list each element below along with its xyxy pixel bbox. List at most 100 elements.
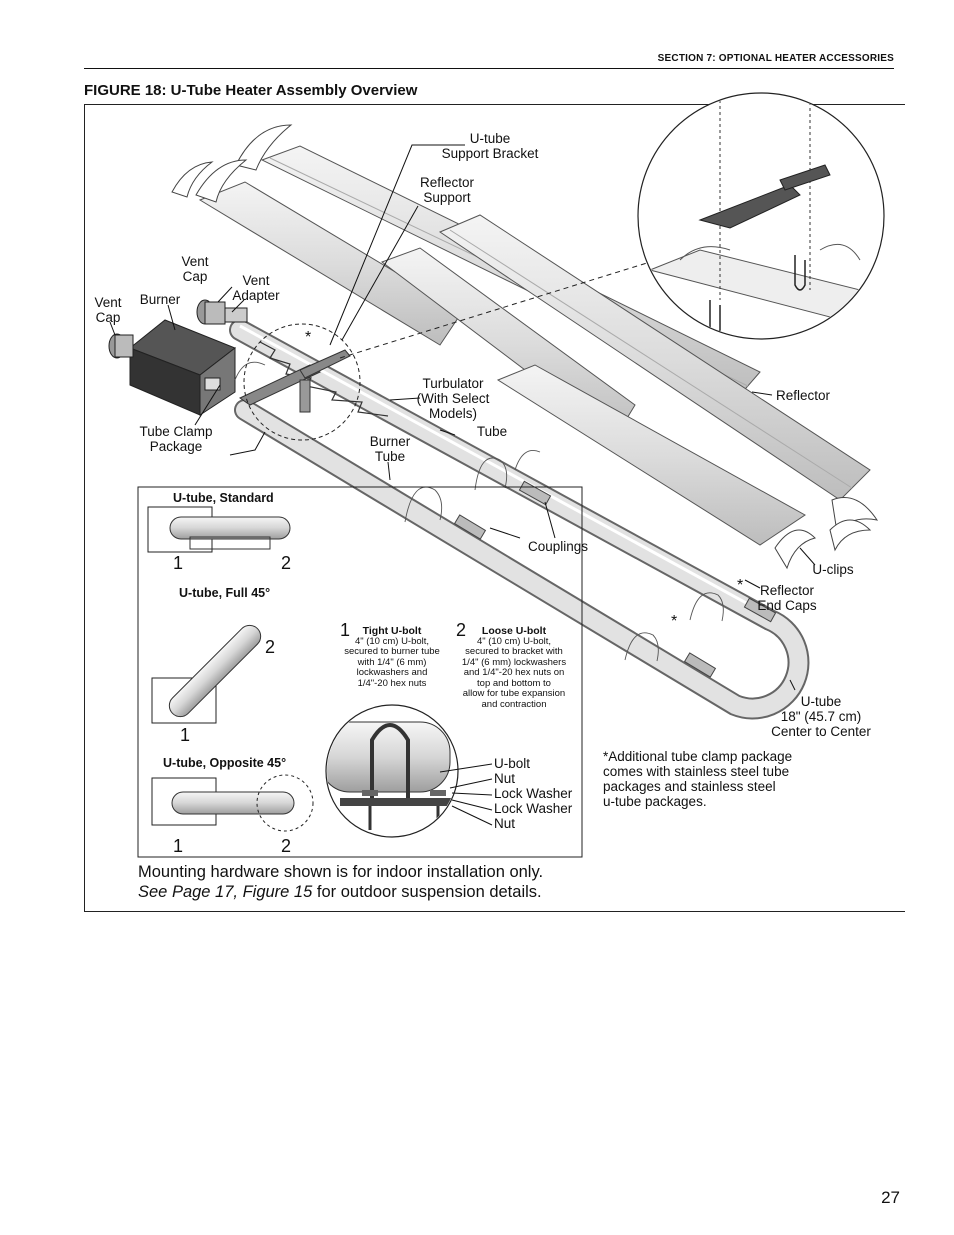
label-line: Vent	[94, 295, 122, 310]
label-line: Cap	[182, 269, 208, 284]
note-line: packages and stainless steel	[603, 779, 776, 794]
reflector-lower	[496, 364, 806, 546]
burner-box	[129, 319, 236, 416]
reflector-end-caps-top	[171, 124, 293, 203]
hardware-list: U-bolt Nut Lock Washer Lock Washer Nut	[494, 756, 572, 831]
u-bolt-detail	[325, 704, 493, 838]
reflector-end-caps-bottom	[774, 497, 879, 570]
section-header: SECTION 7: OPTIONAL HEATER ACCESSORIES	[600, 53, 894, 64]
bolt-line: lockwashers and	[356, 667, 428, 678]
tight-u-bolt-desc: Tight U-bolt 4" (10 cm) U-bolt, secured …	[336, 626, 448, 689]
inset-num: 1	[180, 725, 191, 745]
label-line: Burner	[369, 434, 411, 449]
bolt-title: Loose U-bolt	[481, 625, 547, 637]
label-line: Center to Center	[771, 724, 871, 739]
label-couplings: Couplings	[527, 539, 589, 554]
label-line: Vent	[181, 254, 209, 269]
label-line: Vent	[242, 273, 270, 288]
asterisk-marker: *	[305, 329, 312, 346]
page-number: 27	[881, 1188, 900, 1207]
insets-panel	[137, 486, 583, 858]
label-line: Package	[149, 439, 203, 454]
label-u-clips: U-clips	[812, 562, 854, 577]
figure-title: FIGURE 18: U-Tube Heater Assembly Overvi…	[84, 82, 418, 99]
page-reference: See Page 17, Figure 15	[138, 883, 313, 901]
asterisk-marker: *	[737, 577, 744, 594]
asterisk-marker: *	[671, 613, 678, 630]
label-line: End Caps	[757, 598, 817, 613]
note-line: u-tube packages.	[603, 794, 707, 809]
bolt-title: Tight U-bolt	[362, 625, 422, 637]
hardware-item: Lock Washer	[494, 801, 573, 816]
tube-assembly	[229, 319, 810, 720]
label-line: Models)	[428, 406, 477, 421]
bolt-line: and 1/4"-20 hex nuts on	[463, 667, 565, 678]
label-line: Cap	[95, 310, 121, 325]
label-line: Tube Clamp	[139, 424, 213, 439]
bolt-line: 1/4" (6 mm) lockwashers	[461, 656, 567, 668]
label-tube-clamp-package: Tube Clamp Package	[134, 424, 218, 454]
additional-note: *Additional tube clamp package comes wit…	[603, 749, 792, 809]
u-clips	[234, 361, 724, 662]
bolt-line: top and bottom to	[477, 677, 551, 689]
inset-num: 2	[265, 637, 276, 657]
bolt-line: allow for tube expansion	[462, 688, 566, 699]
loose-u-bolt-desc: Loose U-bolt 4" (10 cm) U-bolt, secured …	[456, 626, 572, 710]
note-line: *Additional tube clamp package	[603, 749, 793, 764]
label-line: Support	[423, 190, 471, 205]
label-line: U-tube	[800, 694, 842, 709]
bolt-line: 4" (10 cm) U-bolt,	[354, 635, 430, 647]
vent-cap-top	[196, 299, 248, 325]
label-line: Reflector	[419, 175, 475, 190]
label-line: Turbulator	[422, 376, 484, 391]
hardware-item: Lock Washer	[494, 786, 573, 801]
section-name: OPTIONAL HEATER ACCESSORIES	[718, 53, 894, 64]
inset-title-opposite45: U-tube, Opposite 45°	[163, 756, 287, 770]
mounting-note-line2: See Page 17, Figure 15 for outdoor suspe…	[138, 882, 543, 902]
leader-lines	[109, 144, 816, 691]
header-rule	[84, 68, 894, 69]
u-tube-support-bracket	[239, 349, 351, 413]
inset-title-standard: U-tube, Standard	[173, 491, 274, 505]
label-turbulator: Turbulator (With Select Models)	[405, 376, 501, 421]
label-vent-cap-left: Vent Cap	[88, 295, 128, 325]
mounting-note: Mounting hardware shown is for indoor in…	[138, 862, 543, 902]
label-line: U-tube	[469, 131, 511, 146]
label-line: 18" (45.7 cm)	[780, 709, 862, 724]
label-burner-tube: Burner Tube	[362, 434, 418, 464]
inset-num: 1	[173, 553, 184, 573]
label-line: Tube	[374, 449, 406, 464]
label-vent-adapter: Vent Adapter	[226, 273, 286, 303]
mounting-note-line1: Mounting hardware shown is for indoor in…	[138, 863, 544, 881]
inset-num: 2	[281, 836, 292, 856]
label-line: (With Select	[416, 391, 490, 406]
bolt-line: 1/4"-20 hex nuts	[357, 677, 427, 689]
bolt-line: and contraction	[481, 698, 547, 710]
label-reflector-support: Reflector Support	[412, 175, 482, 205]
bolt-num: 2	[456, 620, 467, 640]
inset-num: 1	[173, 836, 184, 856]
hardware-item: U-bolt	[494, 756, 531, 771]
detail-circle	[243, 323, 361, 441]
label-burner: Burner	[139, 292, 181, 307]
bolt-num: 1	[340, 620, 351, 640]
inset-num: 2	[281, 553, 292, 573]
label-tube: Tube	[476, 424, 508, 439]
bolt-line: secured to bracket with	[465, 646, 563, 657]
vent-cap-left	[108, 333, 134, 359]
bolt-line: with 1/4" (6 mm)	[357, 656, 427, 668]
bracket-detail	[637, 92, 885, 340]
figure-frame	[84, 104, 905, 912]
label-vent-cap-top: Vent Cap	[175, 254, 215, 284]
note-line: comes with stainless steel tube	[603, 764, 790, 779]
hardware-item: Nut	[494, 816, 516, 831]
label-u-tube-support-bracket: U-tube Support Bracket	[430, 131, 550, 161]
label-reflector-end-caps: Reflector End Caps	[752, 583, 822, 613]
label-line: Support Bracket	[441, 146, 539, 161]
mounting-note-rest: for outdoor suspension details.	[312, 883, 542, 901]
label-reflector: Reflector	[775, 388, 831, 403]
hardware-item: Nut	[494, 771, 516, 786]
bolt-line: secured to burner tube	[344, 646, 440, 657]
label-u-tube-dims: U-tube 18" (45.7 cm) Center to Center	[762, 694, 880, 739]
